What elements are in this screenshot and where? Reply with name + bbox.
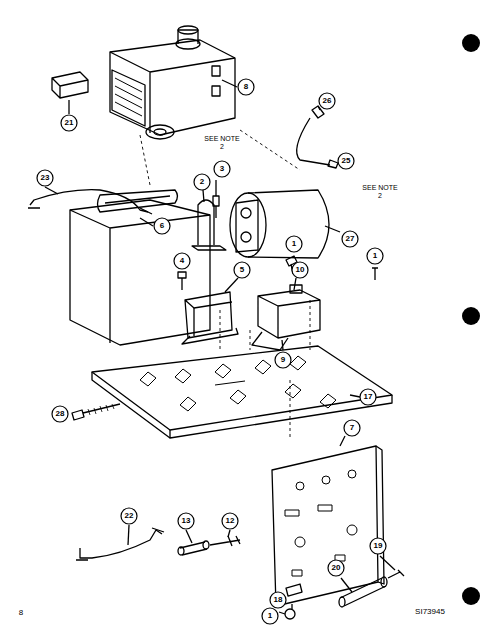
callout-ring bbox=[270, 592, 286, 608]
callout-number: 22 bbox=[125, 512, 134, 520]
callout-ring bbox=[370, 538, 386, 554]
callout-ring bbox=[154, 218, 170, 234]
callout-number: 19 bbox=[374, 542, 383, 550]
callout-number: 1 bbox=[268, 612, 272, 620]
callout-number: 8 bbox=[244, 83, 248, 91]
callout-number: 27 bbox=[346, 235, 355, 243]
callout-ring bbox=[37, 170, 53, 186]
callout-number: 25 bbox=[342, 157, 351, 165]
callout-number: 28 bbox=[56, 410, 65, 418]
callout-number: 6 bbox=[160, 222, 164, 230]
callout-ring bbox=[262, 608, 278, 624]
callout-ring bbox=[238, 79, 254, 95]
callout-ring bbox=[344, 420, 360, 436]
note-text: SEE NOTE 2 bbox=[204, 135, 240, 152]
drawing-number: SI73945 bbox=[415, 608, 445, 616]
callout-number: 2 bbox=[200, 178, 204, 186]
callout-ring bbox=[234, 262, 250, 278]
callout-ring bbox=[214, 161, 230, 177]
callout-ring bbox=[52, 406, 68, 422]
callout-number: 1 bbox=[292, 240, 296, 248]
note-text: SEE NOTE 2 bbox=[362, 184, 398, 201]
callout-ring bbox=[328, 560, 344, 576]
callout-ring bbox=[319, 93, 335, 109]
page-number: 8 bbox=[19, 609, 23, 617]
callout-number: 10 bbox=[296, 266, 305, 274]
callout-number: 5 bbox=[240, 266, 244, 274]
callout-number: 26 bbox=[323, 97, 332, 105]
callout-number: 17 bbox=[364, 393, 373, 401]
callout-ring bbox=[121, 508, 137, 524]
callout-ring bbox=[342, 231, 358, 247]
callout-ring bbox=[360, 389, 376, 405]
callout-number: 20 bbox=[332, 564, 341, 572]
callout-ring bbox=[174, 253, 190, 269]
callout-number: 4 bbox=[180, 257, 184, 265]
callout-ring bbox=[286, 236, 302, 252]
callout-ring bbox=[338, 153, 354, 169]
callout-number: 12 bbox=[226, 517, 235, 525]
callout-ring bbox=[292, 262, 308, 278]
callout-ring bbox=[222, 513, 238, 529]
callout-number: 3 bbox=[220, 165, 224, 173]
callout-number: 13 bbox=[182, 517, 191, 525]
callout-number: 18 bbox=[274, 596, 283, 604]
callout-number: 9 bbox=[281, 356, 285, 364]
callout-ring bbox=[61, 115, 77, 131]
callout-number: 23 bbox=[41, 174, 50, 182]
callout-number: 1 bbox=[373, 252, 377, 260]
callout-ring bbox=[194, 174, 210, 190]
callout-number: 7 bbox=[350, 424, 354, 432]
callout-number: 21 bbox=[65, 119, 74, 127]
callout-ring bbox=[367, 248, 383, 264]
callout-ring bbox=[178, 513, 194, 529]
callout-ring bbox=[275, 352, 291, 368]
